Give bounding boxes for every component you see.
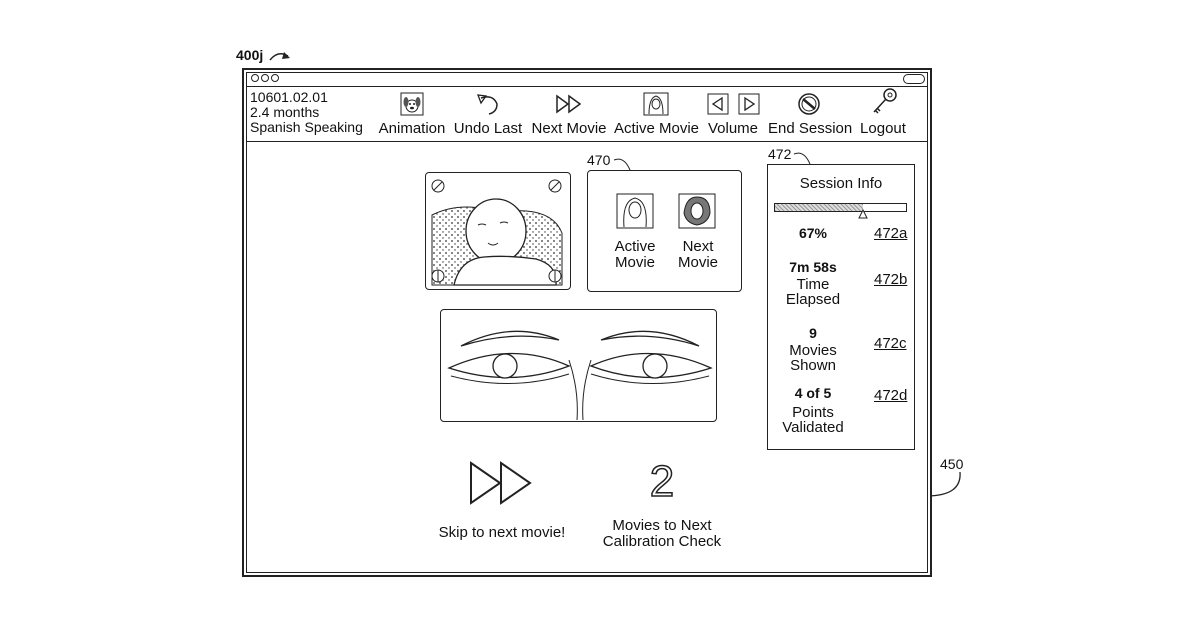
active-movie-caption: Active Movie: [598, 239, 672, 271]
titlebar-divider: [247, 86, 927, 87]
next-movie-caption: Next Movie: [668, 239, 728, 271]
window-pill-button[interactable]: [903, 74, 925, 84]
skip-label[interactable]: Skip to next movie!: [420, 524, 584, 541]
time-elapsed-value: 7m 58s: [768, 259, 858, 275]
dog-icon: [400, 92, 424, 116]
logout-label: Logout: [856, 120, 910, 137]
movies-shown-value: 9: [768, 325, 858, 341]
undo-last-label: Undo Last: [452, 120, 524, 137]
next-movie-thumbnail[interactable]: [678, 193, 716, 234]
progress-ref: 472a: [874, 225, 907, 242]
baby-illustration: [426, 173, 569, 288]
corner-screw-icon: [432, 270, 444, 282]
subject-info: 10601.02.01 2.4 months Spanish Speaking: [250, 90, 363, 135]
volume-icons: [703, 92, 763, 116]
session-info-panel: Session Info 67% 472a 7m 58s Time Elapse…: [767, 164, 915, 450]
active-movie-thumbnail[interactable]: [616, 193, 654, 234]
logout-button[interactable]: Logout: [856, 86, 910, 137]
calibration-count: 2: [640, 458, 684, 506]
movie-panel: Active Movie Next Movie: [587, 170, 742, 292]
session-info-title: Session Info: [768, 175, 914, 192]
progress-marker-icon: [858, 209, 868, 219]
active-movie-button[interactable]: Active Movie: [614, 92, 698, 137]
eyes-illustration: [441, 310, 715, 420]
animation-button[interactable]: Animation: [376, 92, 448, 137]
animation-label: Animation: [376, 120, 448, 137]
fast-forward-icon: [466, 460, 538, 506]
volume-control: Volume: [700, 92, 766, 137]
prohibited-icon: [796, 92, 822, 116]
time-elapsed-ref: 472b: [874, 271, 907, 288]
woman-portrait-icon: [616, 193, 654, 229]
corner-screw-icon: [432, 180, 444, 192]
window-minimize-button[interactable]: [261, 74, 269, 82]
points-validated-label: Points Validated: [778, 405, 848, 435]
calibration-label: Movies to Next Calibration Check: [600, 518, 724, 550]
figure-label: 400j: [236, 47, 263, 63]
session-progress-fill: [775, 204, 863, 211]
time-elapsed-label: Time Elapsed: [778, 277, 848, 307]
next-movie-label: Next Movie: [530, 120, 608, 137]
corner-screw-icon: [549, 270, 561, 282]
volume-down-icon[interactable]: [708, 94, 728, 114]
movies-shown-label: Movies Shown: [783, 343, 843, 373]
subject-age: 2.4 months: [250, 105, 363, 120]
points-validated-value: 4 of 5: [768, 385, 858, 401]
face-portrait-icon: [643, 92, 669, 116]
end-session-label: End Session: [768, 120, 850, 137]
skip-button[interactable]: [466, 460, 538, 511]
eyes-stimulus-panel: [440, 309, 717, 422]
toolbar-divider: [247, 141, 927, 142]
movies-shown-ref: 472c: [874, 335, 907, 352]
volume-label: Volume: [700, 120, 766, 137]
corner-screw-icon: [549, 180, 561, 192]
window-maximize-button[interactable]: [271, 74, 279, 82]
next-movie-button[interactable]: Next Movie: [530, 92, 608, 137]
points-validated-ref: 472d: [874, 387, 907, 404]
volume-up-icon[interactable]: [739, 94, 759, 114]
subject-id: 10601.02.01: [250, 90, 363, 105]
movie-panel-ref: 470: [587, 152, 610, 168]
window-close-button[interactable]: [251, 74, 259, 82]
fast-forward-icon: [554, 92, 584, 116]
figure-arrow: [268, 50, 294, 64]
undo-last-button[interactable]: Undo Last: [452, 92, 524, 137]
session-progress-bar: [774, 203, 907, 212]
session-info-ref: 472: [768, 146, 791, 162]
active-movie-label: Active Movie: [614, 120, 698, 137]
end-session-button[interactable]: End Session: [768, 92, 850, 137]
baby-video-panel: [425, 172, 571, 290]
key-icon: [867, 86, 899, 116]
undo-icon: [475, 92, 501, 116]
subject-language: Spanish Speaking: [250, 120, 363, 135]
woman-portrait-icon: [678, 193, 716, 229]
